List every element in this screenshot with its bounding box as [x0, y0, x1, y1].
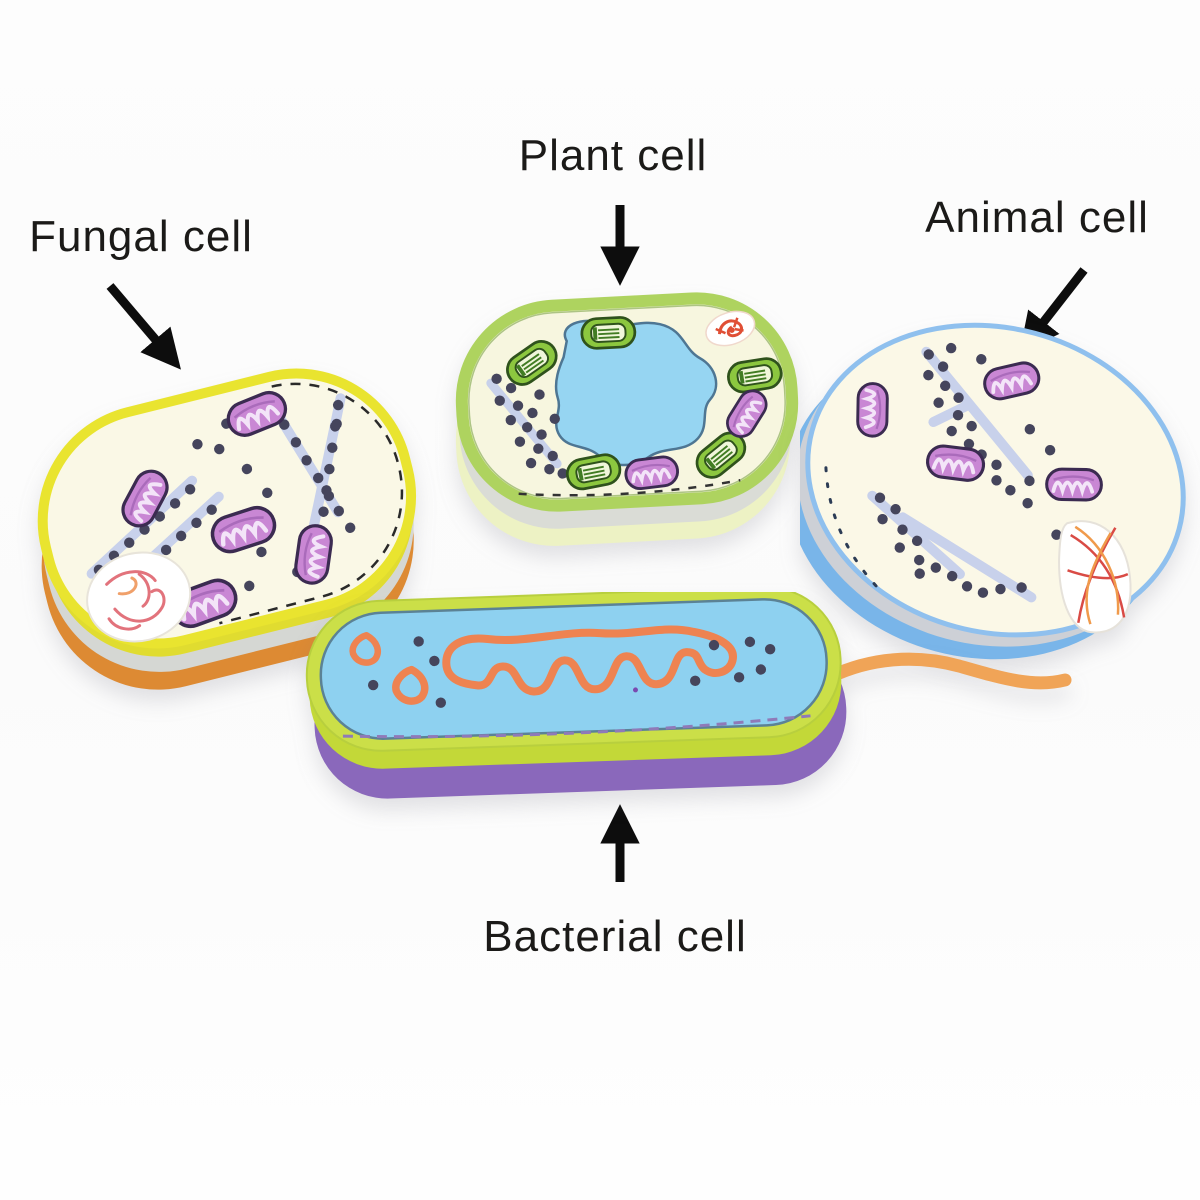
down-right-arrow-icon [106, 283, 181, 370]
mitochondrion [1044, 466, 1104, 503]
bacterial-cell-model [305, 592, 1072, 799]
mitochondrion [622, 453, 682, 493]
plasmid [392, 665, 429, 705]
endoplasmic-reticulum-strands [867, 346, 1037, 603]
fungal-cell-label: Fungal cell [29, 212, 253, 261]
chloroplast [579, 314, 638, 352]
stitch-line [219, 382, 404, 625]
red-organelle [705, 310, 756, 347]
down-left-arrow-icon [1019, 267, 1088, 353]
central-vacuole [554, 319, 718, 467]
nucleus [86, 551, 192, 643]
animal-cell-model [800, 322, 1186, 660]
fungal-cell-model [37, 368, 417, 690]
stitch-line [824, 466, 885, 595]
mitochondrion [923, 442, 988, 484]
plasmid [349, 632, 381, 666]
up-arrow-icon [600, 804, 640, 882]
plant-cell-label: Plant cell [518, 131, 708, 180]
mitochondrion [855, 381, 890, 439]
centrioles-patch [1058, 520, 1132, 634]
animal-cell-label: Animal cell [925, 193, 1149, 242]
small-dot [632, 687, 638, 693]
down-arrow-icon [600, 205, 640, 286]
plant-cell-membrane-line [468, 304, 786, 500]
bacterial-cell-label: Bacterial cell [483, 912, 747, 961]
plant-cell-model [455, 292, 799, 546]
nucleoid [442, 625, 737, 696]
flagellum [823, 652, 1072, 690]
plasmids-group [349, 632, 429, 705]
